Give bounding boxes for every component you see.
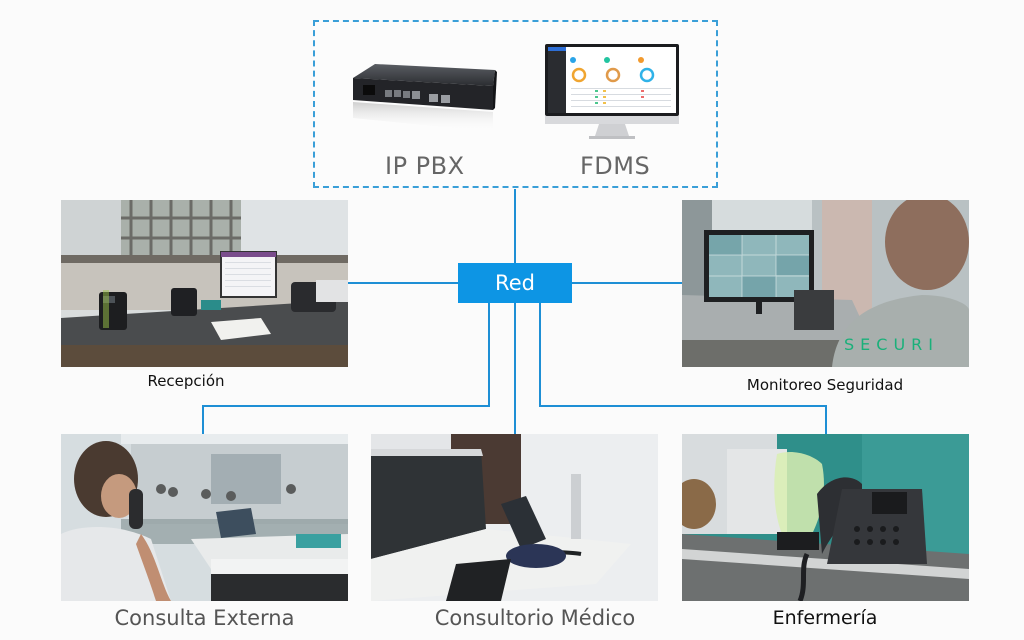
edge-hub-to-enfermeria-drop — [825, 405, 827, 434]
edge-hub-to-recepcion — [348, 282, 458, 284]
security-shirt-text: SECURI — [844, 335, 939, 354]
edge-hub-to-consulta-horizontal — [202, 405, 490, 407]
consultorio-caption: Consultorio Médico — [434, 606, 636, 630]
nursing-station-photo — [682, 434, 969, 601]
edge-hub-to-enfermeria-horizontal — [539, 405, 827, 407]
reception-desk-photo — [61, 200, 348, 367]
recepcion-caption: Recepción — [147, 372, 225, 390]
enfermeria-caption: Enfermería — [772, 607, 878, 629]
fdms-monitor-icon — [545, 44, 679, 139]
ip-pbx-label: IP PBX — [385, 152, 465, 180]
medical-office-photo — [371, 434, 658, 601]
edge-server-to-hub — [514, 189, 516, 263]
monitoreo-caption: Monitoreo Seguridad — [746, 376, 904, 394]
edge-hub-to-consulta-drop — [202, 405, 204, 434]
edge-hub-to-enfermeria-vertical — [539, 303, 541, 407]
consulta-externa-caption: Consulta Externa — [114, 606, 295, 630]
fdms-label: FDMS — [580, 152, 651, 180]
server-group-box: IP PBX FDMS — [313, 20, 718, 188]
network-hub: Red — [458, 263, 572, 303]
edge-hub-to-consultorio — [514, 303, 516, 434]
edge-hub-to-consulta-vertical — [488, 303, 490, 407]
edge-hub-to-monitoreo — [572, 282, 682, 284]
ip-pbx-device-icon — [353, 64, 497, 132]
external-consultation-photo — [61, 434, 348, 601]
security-monitoring-photo: SECURI — [682, 200, 969, 367]
